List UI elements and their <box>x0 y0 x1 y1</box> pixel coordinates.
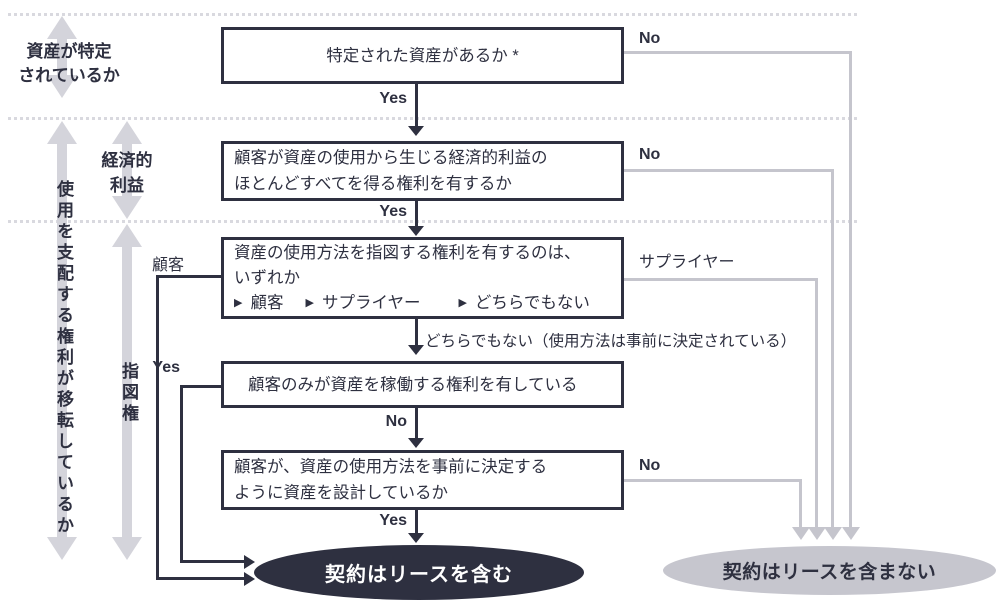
box-q2-line1: 顧客が資産の使用から生じる経済的利益の <box>234 149 548 167</box>
edge-label-q1-yes: Yes <box>379 90 407 107</box>
box-q1-text: 特定された資産があるか * <box>326 46 519 65</box>
outcome-lease-ellipse: 契約はリースを含む <box>254 545 584 600</box>
edge-label-q4-yes: Yes <box>152 359 180 376</box>
box-q5-line2: ように資産を設計しているか <box>234 484 449 502</box>
box-q3-line2: いずれか <box>234 268 300 287</box>
side-label-asset-identified: 資産が特定 されているか <box>2 40 136 88</box>
triangle-bullet-icon: ▶ <box>305 296 314 309</box>
box-q1-identified-asset: 特定された資産があるか * <box>221 27 624 84</box>
side-label-economic-benefit: 経済的 利益 <box>92 148 162 198</box>
triangle-bullet-icon: ▶ <box>458 296 467 309</box>
edge-label-q2-yes: Yes <box>379 203 407 220</box>
box-q3-option-customer-label: 顧客 <box>250 293 284 312</box>
box-q3-option-neither: ▶ どちらでもない <box>458 291 589 316</box>
side-label-economic-line2: 利益 <box>110 176 144 195</box>
box-q2-economic-benefits: 顧客が資産の使用から生じる経済的利益の ほとんどすべてを得る権利を有するか <box>221 141 624 201</box>
box-q3-option-supplier-label: サプライヤー <box>321 293 421 312</box>
box-q4-operate-right: 顧客のみが資産を稼働する権利を有している <box>221 361 624 408</box>
box-q5-line1: 顧客が、資産の使用方法を事前に決定する <box>234 458 548 476</box>
box-q5-designed-asset: 顧客が、資産の使用方法を事前に決定する ように資産を設計しているか <box>221 450 624 510</box>
box-q2-line2: ほとんどすべてを得る権利を有するか <box>234 175 512 193</box>
edge-label-q4-no: No <box>385 413 407 430</box>
box-q3-option-neither-label: どちらでもない <box>474 293 590 312</box>
dotted-separator-3 <box>8 220 857 223</box>
dotted-separator-1 <box>8 13 857 16</box>
box-q3-line1: 資産の使用方法を指図する権利を有するのは、 <box>234 243 581 262</box>
edge-label-q5-yes: Yes <box>379 512 407 529</box>
side-label-economic-line1: 経済的 <box>101 151 153 170</box>
box-q3-options: ▶ 顧客 ▶ サプライヤー ▶ どちらでもない <box>234 291 621 316</box>
edge-label-q2-no: No <box>639 146 661 163</box>
side-label-control-transfer: 使用を支配する権利が移転しているか <box>54 180 73 537</box>
box-q3-option-supplier: ▶ サプライヤー <box>305 291 420 316</box>
side-label-direction-right: 指図権 <box>119 362 138 425</box>
box-q3-option-customer: ▶ 顧客 <box>234 291 283 316</box>
edge-label-q3-customer: 顧客 <box>151 257 184 274</box>
edge-label-q1-no: No <box>639 30 661 47</box>
box-q4-text: 顧客のみが資産を稼働する権利を有している <box>248 375 578 394</box>
triangle-bullet-icon: ▶ <box>234 296 243 309</box>
box-q3-direction-right: 資産の使用方法を指図する権利を有するのは、 いずれか ▶ 顧客 ▶ サプライヤー… <box>221 237 624 319</box>
side-label-asset-identified-line1: 資産が特定 <box>26 42 112 61</box>
edge-label-q3-neither: どちらでもない（使用方法は事前に決定されている） <box>425 333 797 350</box>
dotted-separator-2 <box>8 117 857 120</box>
outcome-lease-label: 契約はリースを含む <box>325 564 513 586</box>
edge-label-q5-no: No <box>639 457 661 474</box>
edge-label-q3-supplier: サプライヤー <box>639 254 735 271</box>
outcome-no-lease-ellipse: 契約はリースを含まない <box>663 546 996 595</box>
outcome-no-lease-label: 契約はリースを含まない <box>722 562 937 583</box>
side-label-asset-identified-line2: されているか <box>18 66 120 85</box>
